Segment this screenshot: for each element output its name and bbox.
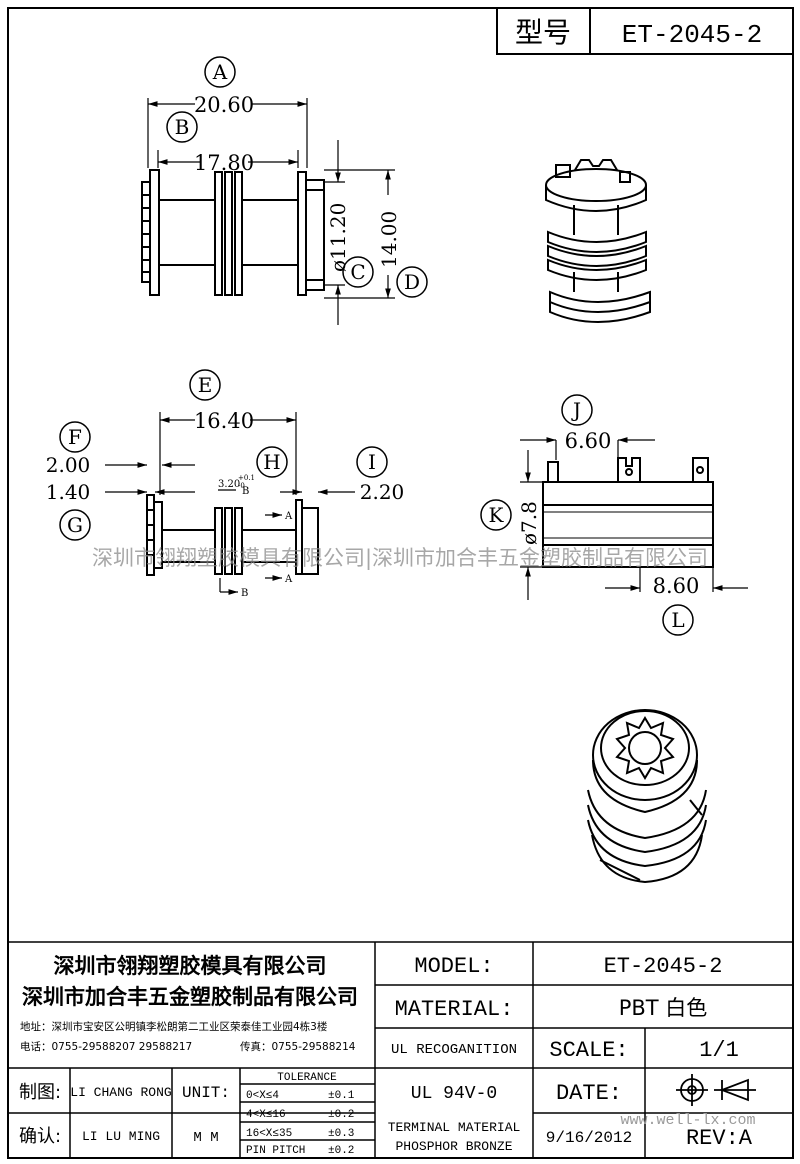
dim-e-value: 16.40 [194,409,254,433]
datum-a-top: A [284,511,293,522]
company-address: 地址：深圳市宝安区公明镇李松朗第二工业区荣泰佳工业园4栋3楼 [20,1020,328,1033]
header-model-label: 型号 [515,16,571,49]
scale-value: 1/1 [699,1038,739,1063]
side-view [146,494,319,576]
model-value: ET-2045-2 [604,954,723,979]
date-label: DATE: [556,1081,622,1106]
company-name-2: 深圳市加合丰五金塑胶制品有限公司 [22,985,358,1009]
terminal-material-line1: TERMINAL MATERIAL [388,1120,521,1135]
date-value: 9/16/2012 [546,1129,632,1147]
unit-value: M M [193,1130,218,1146]
tolerance-range-2: 4<X≤16 [246,1109,286,1121]
drawn-name: LI CHANG RONG [70,1085,171,1100]
dim-f-value: 2.00 [46,453,91,477]
tolerance-range-1: 0<X≤4 [246,1090,279,1102]
tolerance-value-1: ±0.1 [328,1090,355,1102]
dim-g-value: 1.40 [46,480,91,504]
tolerance-value-4: ±0.2 [328,1145,354,1157]
checked-name: LI LU MING [82,1129,160,1144]
dim-c-value: ø11.20 [326,203,350,272]
datum-b: B [241,588,248,599]
dim-l-value: 8.60 [653,574,700,598]
callout-c: C [350,260,365,284]
drawing-border [7,7,794,1159]
callout-e: E [198,373,213,397]
dim-h-ref: B [242,486,249,497]
callout-b: B [175,115,190,139]
tolerance-title: TOLERANCE [277,1072,337,1084]
callout-l: L [671,608,684,632]
dim-j-value: 6.60 [565,429,612,453]
tolerance-value-3: ±0.3 [328,1128,354,1140]
terminal-material-line2: PHOSPHOR BRONZE [395,1139,512,1154]
top-view [542,457,714,568]
title-block-grid [8,941,793,1158]
tolerance-range-3: 16<X≤35 [246,1128,292,1140]
unit-label: UNIT: [182,1084,230,1102]
watermark-band: 深圳市翎翔塑胶模具有限公司|深圳市加合丰五金塑胶制品有限公司 [92,546,708,571]
callout-circles [59,56,694,636]
datum-a-bottom: A [284,574,293,585]
dim-k-value: ø7.8 [517,501,541,545]
dim-h-tol-bot: -0 [238,482,245,490]
header-box: 型号 ET-2045-2 [496,7,794,55]
ul-value: UL 94V-0 [411,1084,497,1104]
company-phone: 电话：0755-29588207 29588217 [20,1040,192,1053]
dim-h-tol-top: +0.1 [238,474,255,482]
dim-b-value: 17.80 [194,151,254,175]
top-view-dimensions [520,437,748,600]
front-view [141,169,325,296]
callout-a: A [212,60,228,84]
dim-d-value: 14.00 [377,211,401,268]
iso-view-top [545,159,651,323]
callout-f: F [68,425,82,449]
company-name-1: 深圳市翎翔塑胶模具有限公司 [54,954,327,978]
callout-k: K [489,503,505,527]
iso-view-bottom [587,709,707,884]
watermark-site: www.well-lx.com [620,1112,755,1129]
dim-h-value: 3.20 [218,479,240,490]
header-model-value: ET-2045-2 [622,20,762,50]
ul-label: UL RECOGANITION [391,1042,517,1058]
material-label: MATERIAL: [395,997,514,1022]
callout-i: I [368,450,376,474]
material-value: PBT 白色 [619,996,708,1020]
rev-label: REV:A [686,1126,753,1151]
third-angle-projection-icon [676,1074,756,1106]
callout-h: H [263,450,280,474]
tolerance-value-2: ±0.2 [328,1109,354,1121]
drawn-label: 制图: [19,1082,61,1103]
company-fax: 传真：0755-29588214 [240,1040,356,1053]
dim-i-value: 2.20 [360,480,405,504]
dim-a-value: 20.60 [194,93,254,117]
tolerance-range-4: PIN PITCH [246,1145,305,1157]
front-view-dimensions [147,98,395,325]
side-view-dimensions [105,412,355,595]
scale-label: SCALE: [549,1038,628,1063]
model-label: MODEL: [414,954,493,979]
callout-d: D [404,270,420,294]
callout-j: J [571,398,581,422]
callout-g: G [67,513,83,537]
checked-label: 确认: [19,1126,61,1147]
